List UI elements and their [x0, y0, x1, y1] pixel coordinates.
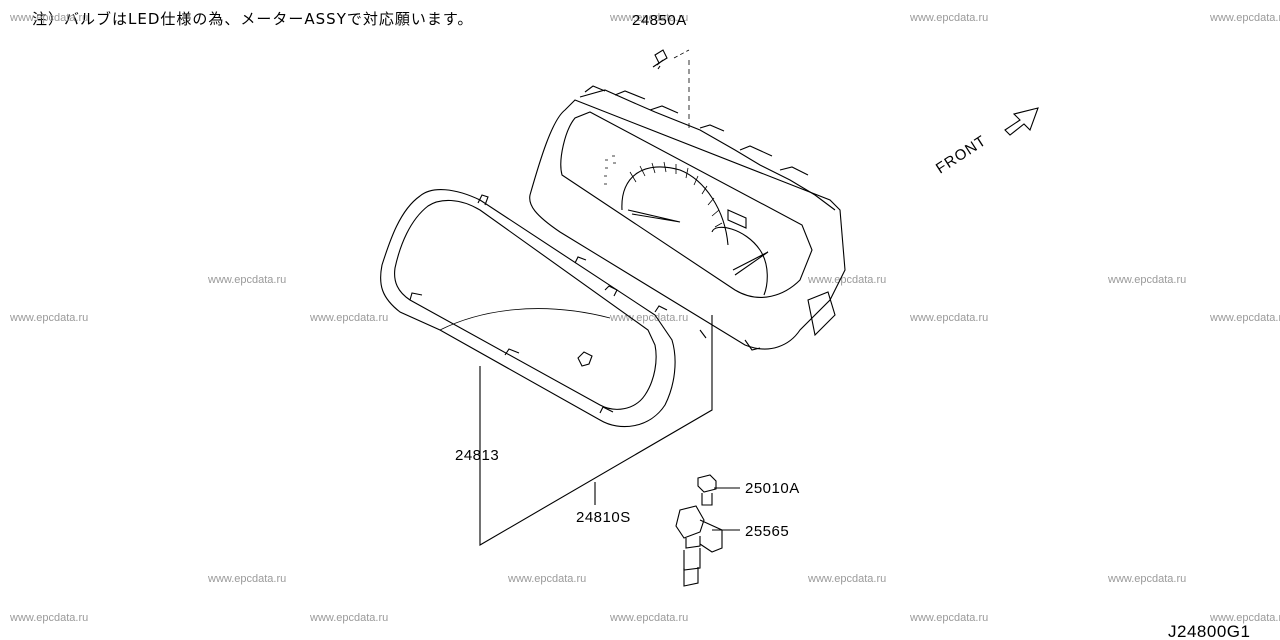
front-label: FRONT	[933, 132, 990, 177]
watermark: www.epcdata.ru	[1107, 274, 1186, 286]
watermark: www.epcdata.ru	[1107, 573, 1186, 585]
watermark: www.epcdata.ru	[9, 12, 88, 24]
watermark: www.epcdata.ru	[909, 12, 988, 24]
speed-sensor-drawing	[675, 505, 723, 587]
meter-cluster-drawing	[529, 85, 846, 351]
watermark: www.epcdata.ru	[1209, 12, 1280, 24]
bolt-drawing	[697, 474, 717, 506]
watermark: www.epcdata.ru	[909, 612, 988, 624]
watermark: www.epcdata.ru	[9, 612, 88, 624]
watermark: www.epcdata.ru	[609, 612, 688, 624]
front-direction-indicator: FRONT	[933, 107, 1039, 177]
watermark: www.epcdata.ru	[9, 312, 88, 324]
meter-lid-drawing	[380, 189, 676, 428]
part-label-25565[interactable]: 25565	[745, 523, 789, 540]
part-label-25010A[interactable]: 25010A	[745, 480, 800, 497]
watermark: www.epcdata.ru	[609, 12, 688, 24]
watermark: www.epcdata.ru	[207, 573, 286, 585]
part-label-24850A[interactable]: 24850A	[632, 12, 687, 29]
diagram-code: J24800G1	[1168, 622, 1250, 640]
watermark-layer: www.epcdata.ru www.epcdata.ru www.epcdat…	[9, 12, 1280, 624]
watermark: www.epcdata.ru	[807, 573, 886, 585]
part-label-24813[interactable]: 24813	[455, 447, 499, 464]
watermark: www.epcdata.ru	[207, 274, 286, 286]
screw-drawing	[652, 49, 690, 128]
watermark: www.epcdata.ru	[909, 312, 988, 324]
part-label-24810S[interactable]: 24810S	[576, 509, 631, 526]
parts-note: 注）バルブはLED仕様の為、メーターASSYで対応願います。	[32, 10, 474, 28]
front-arrow-icon	[1004, 107, 1039, 136]
watermark: www.epcdata.ru	[309, 312, 388, 324]
leader-lines	[479, 315, 740, 546]
watermark: www.epcdata.ru	[807, 274, 886, 286]
watermark: www.epcdata.ru	[1209, 312, 1280, 324]
watermark: www.epcdata.ru	[507, 573, 586, 585]
watermark: www.epcdata.ru	[609, 312, 688, 324]
watermark: www.epcdata.ru	[1209, 612, 1280, 624]
watermark: www.epcdata.ru	[309, 612, 388, 624]
